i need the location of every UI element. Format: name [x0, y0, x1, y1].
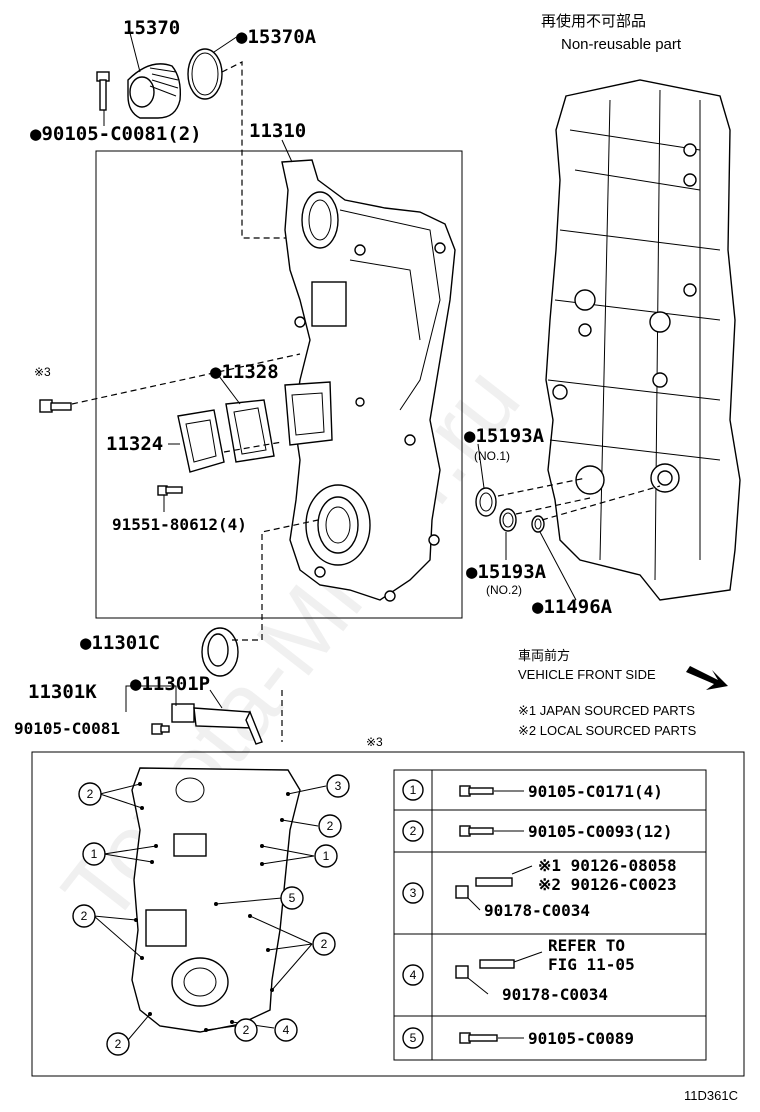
bolt-star3-left — [39, 399, 72, 413]
bolt-91551-80612 — [157, 485, 183, 496]
svg-text:3: 3 — [335, 779, 342, 793]
table-row5-key: 5 — [410, 1031, 417, 1045]
svg-text:1: 1 — [91, 847, 98, 861]
inset-callout-2-a: 2 — [78, 782, 102, 806]
legend-jp: 再使用不可部品 — [541, 13, 646, 30]
inset-title: ※3 — [366, 735, 383, 749]
table-row4-stud-icon — [455, 959, 515, 979]
oring-15370A — [187, 48, 223, 100]
table-row4-nut: 90178-C0034 — [502, 985, 608, 1004]
part-11301P-sensor — [171, 703, 263, 745]
table-row4-key: 4 — [410, 968, 417, 982]
inset-callout-2-d: 2 — [234, 1018, 258, 1042]
label-90105-C0081-2: ●90105-C0081(2) — [30, 123, 202, 145]
label-15193A-no2-sub: (NO.2) — [486, 583, 522, 597]
part-11310-timing-cover — [281, 159, 456, 602]
label-90105-C0081: 90105-C0081 — [14, 719, 120, 738]
bolt-90105-c0081-top — [96, 71, 110, 111]
svg-text:2: 2 — [321, 937, 328, 951]
table-row2-part: 90105-C0093(12) — [528, 822, 673, 841]
table-row1-key: 1 — [410, 783, 417, 797]
table-row4-fig: FIG 11-05 — [548, 955, 635, 974]
table-row1-bolt-icon — [459, 785, 494, 797]
table-row1-part: 90105-C0171(4) — [528, 782, 663, 801]
inset-callout-2-b: 2 — [72, 904, 96, 928]
label-11324: 11324 — [106, 433, 163, 455]
label-15193A-no1-sub: (NO.1) — [474, 449, 510, 463]
table-row5-bolt-icon — [459, 1032, 498, 1044]
table-row3-part-jp: ※1 90126-08058 — [538, 856, 677, 875]
svg-text:2: 2 — [87, 787, 94, 801]
svg-text:2: 2 — [327, 819, 334, 833]
inset-frame — [31, 751, 745, 1077]
inset-cover-outline — [131, 767, 301, 1033]
inset-callout-1-a: 1 — [82, 842, 106, 866]
label-15193A-no2: ●15193A — [466, 561, 547, 583]
label-11496A: ●11496A — [532, 596, 613, 618]
label-15370A: ●15370A — [236, 26, 317, 48]
table-row3-stud-icon — [455, 877, 513, 899]
oring-15193A-no2 — [499, 508, 517, 532]
label-11328: ●11328 — [210, 361, 279, 383]
table-row2-key: 2 — [410, 824, 417, 838]
label-11301P: ●11301P — [130, 673, 210, 695]
table-row3-key: 3 — [410, 886, 417, 900]
part-11324-cover — [177, 409, 225, 473]
inset-callout-4: 4 — [274, 1018, 298, 1042]
svg-text:5: 5 — [289, 891, 296, 905]
table-row4-refer: REFER TO — [548, 936, 625, 955]
label-91551-80612: 91551-80612(4) — [112, 515, 247, 534]
label-11301C: ●11301C — [80, 632, 160, 654]
svg-text:1: 1 — [323, 849, 330, 863]
sourcing-local: ※2 LOCAL SOURCED PARTS — [518, 723, 697, 738]
inset-callout-5: 5 — [280, 886, 304, 910]
inset-callout-2-e: 2 — [312, 932, 336, 956]
label-11301K: 11301K — [28, 681, 97, 703]
part-11328-gasket — [225, 399, 275, 463]
svg-text:2: 2 — [243, 1023, 250, 1037]
inset-callout-3: 3 — [326, 774, 350, 798]
inset-callout-2-f: 2 — [318, 814, 342, 838]
front-side-en: VEHICLE FRONT SIDE — [518, 667, 656, 682]
legend-en: Non-reusable part — [561, 36, 682, 53]
svg-text:4: 4 — [283, 1023, 290, 1037]
oring-11496A — [531, 515, 545, 533]
label-11310: 11310 — [249, 120, 306, 142]
table-row5-part: 90105-C0089 — [528, 1029, 634, 1048]
sourcing-japan: ※1 JAPAN SOURCED PARTS — [518, 703, 695, 718]
label-15193A-no1: ●15193A — [464, 425, 545, 447]
bolt-90105-c0081-bottom — [151, 723, 170, 735]
inset-callout-2-c: 2 — [106, 1032, 130, 1056]
part-11301C-oil-seal — [201, 627, 239, 677]
svg-text:2: 2 — [115, 1037, 122, 1051]
label-15370: 15370 — [123, 17, 180, 39]
vehicle-front-arrow-icon — [686, 666, 728, 690]
assembly-frame-11310 — [95, 150, 463, 619]
svg-text:2: 2 — [81, 909, 88, 923]
part-engine-block — [545, 79, 741, 601]
table-row2-bolt-icon — [459, 825, 494, 837]
table-row3-part-local: ※2 90126-C0023 — [538, 875, 677, 894]
part-15370-plate — [127, 63, 182, 119]
inset-callout-1-b: 1 — [314, 844, 338, 868]
oring-15193A-no1 — [475, 487, 497, 517]
label-star3-left: ※3 — [34, 365, 51, 379]
front-side-jp: 車両前方 — [518, 648, 570, 663]
bolt-table: 1 90105-C0171(4) 2 90105-C0093(12) 3 ※1 … — [393, 769, 707, 1061]
table-row3-nut: 90178-C0034 — [484, 901, 590, 920]
figure-id: 11D361C — [684, 1088, 738, 1103]
